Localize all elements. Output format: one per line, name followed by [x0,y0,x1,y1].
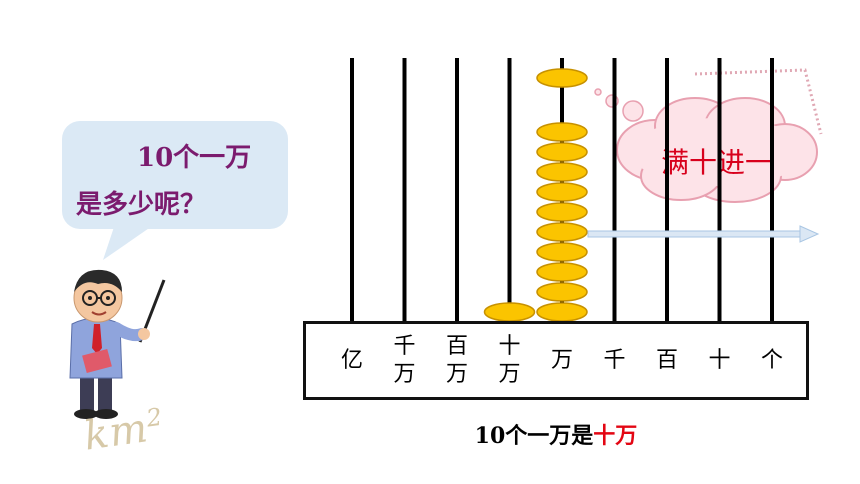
place-label-char: 千 [393,334,416,359]
place-label-char: 千 [603,348,626,373]
abacus-bead [536,122,588,142]
abacus-bead [536,222,588,242]
place-label: 千 [600,347,630,375]
place-label-char: 十 [498,334,521,359]
abacus-bead [536,202,588,222]
abacus-base [303,321,809,400]
speech-bubble [62,121,288,229]
place-label: 万 [547,347,577,375]
speech-bubble-tail [103,224,155,260]
place-label-char: 十 [708,348,731,373]
thought-cloud [594,68,823,203]
place-label: 十万 [495,333,525,389]
place-label: 百 [652,347,682,375]
abacus-bead [536,142,588,162]
conclusion-caption: 10个一万是十万 [0,418,860,450]
abacus-bead [536,282,588,302]
abacus-bead [536,182,588,202]
abacus-bead [483,302,536,322]
abacus-bead [536,242,588,262]
place-label: 个 [757,347,787,375]
place-label-char: 万 [550,348,573,373]
place-label: 千万 [390,333,420,389]
place-label: 十 [705,347,735,375]
bubble-question-line2: 是多少呢？ [76,190,207,220]
place-label-char: 个 [760,348,783,373]
caption-prefix: 10个一万是 [474,423,594,449]
place-label: 亿 [337,347,367,375]
abacus-bead [536,302,588,322]
shift-arrow [587,225,820,243]
abacus-bead [536,262,588,282]
place-label-char: 万 [498,362,521,387]
place-label-char: 百 [445,334,468,359]
caption-highlight: 十万 [593,423,638,449]
teacher-illustration [69,269,166,419]
carry-rule-text: 满十进一 [660,146,773,179]
bubble-question-line1: 10个一万 [137,143,252,173]
place-label-char: 百 [655,348,678,373]
place-label-char: 万 [445,362,468,387]
abacus-bead [536,162,588,182]
place-label-char: 亿 [340,348,363,373]
abacus-bead-carried [536,68,588,88]
place-label: 百万 [442,333,472,389]
place-label-char: 万 [393,362,416,387]
